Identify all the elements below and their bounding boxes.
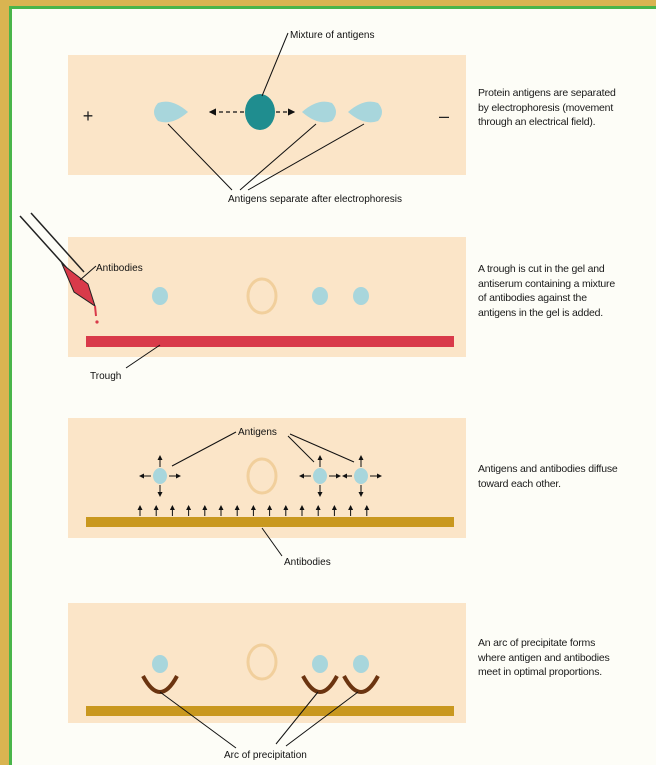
arc-label: Arc of precipitation — [224, 750, 307, 761]
antigens-separate-label: Antigens separate after electrophoresis — [228, 194, 402, 205]
trough-label: Trough — [90, 371, 121, 382]
antigen-mixture-well — [245, 94, 275, 130]
trough — [86, 336, 454, 347]
mixture-label: Mixture of antigens — [290, 30, 375, 41]
step1-description: Protein antigens are separated by electr… — [478, 86, 654, 130]
antigen-spot-left — [152, 287, 168, 305]
step2-description: A trough is cut in the gel and antiserum… — [478, 262, 654, 320]
antibodies-pipette-label: Antibodies — [96, 263, 143, 274]
antigen-spot-right — [353, 287, 369, 305]
antibody-band-3 — [86, 517, 454, 527]
step4-description: An arc of precipitate forms where antige… — [478, 636, 654, 680]
antigen-spot-4-left — [152, 655, 168, 673]
gel-panel-4 — [68, 603, 466, 723]
antigens-label: Antigens — [238, 427, 277, 438]
antibody-band-4 — [86, 706, 454, 716]
antigen-spot-mid — [312, 287, 328, 305]
antigen-spot-4-mid — [312, 655, 328, 673]
minus-sign: – — [439, 106, 449, 126]
step3-description: Antigens and antibodies diffuse toward e… — [478, 462, 654, 491]
antibodies-band-label: Antibodies — [284, 557, 331, 568]
plus-sign: + — [83, 106, 94, 126]
antigen-spot-4-right — [353, 655, 369, 673]
